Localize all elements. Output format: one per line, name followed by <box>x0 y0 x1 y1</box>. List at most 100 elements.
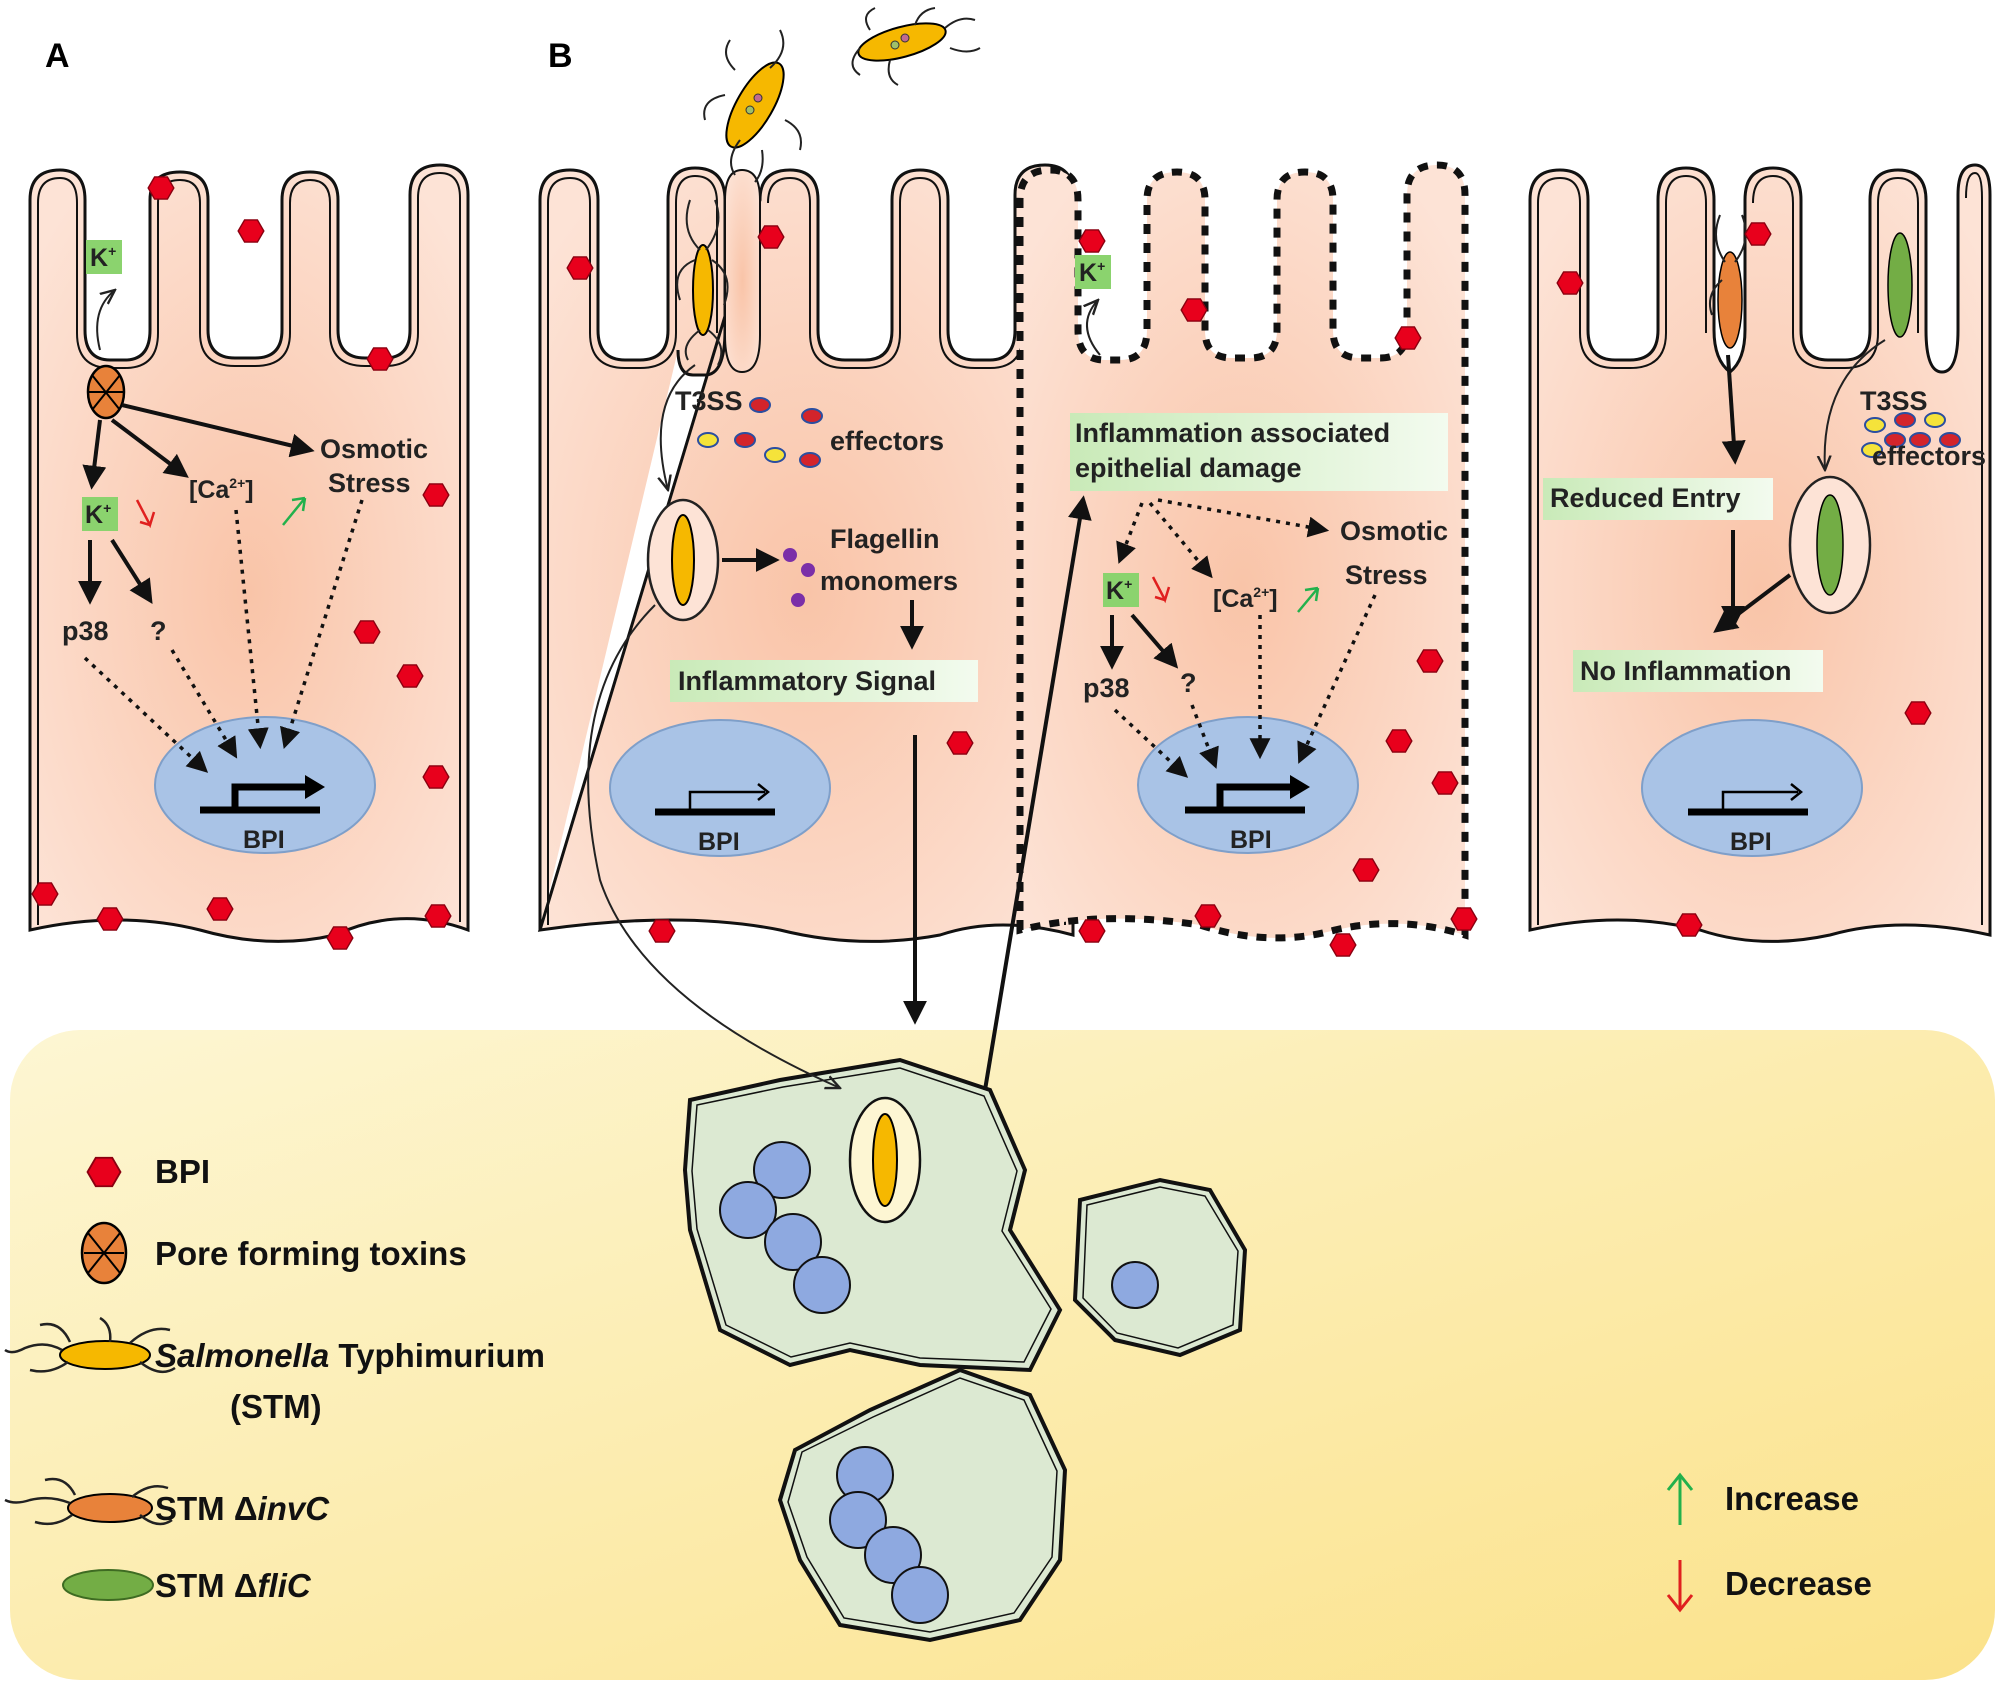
invc-mutant-bacterium <box>1717 251 1743 349</box>
increase-arrow-ca-3 <box>1297 586 1320 613</box>
no-inflam-label: No Inflammation <box>1580 656 1792 686</box>
flagellin-label-2: Flagellin <box>830 524 940 554</box>
dotted-osmotic-bpi-3 <box>1297 594 1377 764</box>
invading-stm-bacterium <box>692 244 714 336</box>
arrow-k-question-1 <box>110 538 153 605</box>
reduced-entry-label: Reduced Entry <box>1550 483 1741 513</box>
effector-dots-2 <box>697 397 823 468</box>
legend-increase-label: Increase <box>1725 1480 1859 1517</box>
epithelial-cell-3-damaged: K+ Inflammation associated epithelial da… <box>1016 161 1469 942</box>
question-label-1: ? <box>150 616 167 646</box>
monomers-label-2: monomers <box>820 566 958 596</box>
macrophage-2 <box>1072 1177 1248 1358</box>
panel-label-a: A <box>45 37 70 75</box>
dotted-osmotic-bpi-1 <box>280 499 364 750</box>
legend-increase-icon <box>1666 1472 1694 1525</box>
k-efflux-arrow-3 <box>1087 300 1101 356</box>
ca-label-3: [Ca2+] <box>1213 584 1278 613</box>
flagellin-dots-2 <box>783 548 815 607</box>
bpi-gene-label-3: BPI <box>1230 826 1272 854</box>
k-label-mid-1: K+ <box>85 500 111 529</box>
legend-flic-label: STM ΔfliC <box>155 1567 312 1604</box>
k-box-top-1 <box>86 240 122 274</box>
dotted-q-bpi-1 <box>170 649 238 759</box>
bpi-gene-label-1: BPI <box>243 826 285 854</box>
increase-arrow-ca-1 <box>282 496 307 526</box>
damage-box-3 <box>1070 413 1448 491</box>
invading-stm-flagella <box>676 199 729 366</box>
dotted-damage-osmotic-3 <box>1157 498 1330 538</box>
legend: BPI Pore forming toxins Salmonella Typhi… <box>4 1153 1872 1613</box>
arrow-invc-reduced-entry <box>1721 354 1746 465</box>
arrow-toxin-k-1 <box>82 419 107 490</box>
k-efflux-arrow-1 <box>96 290 115 351</box>
t3ss-label-2: T3SS <box>675 386 743 416</box>
k-box-mid-1 <box>82 497 118 531</box>
legend-stm-label: Salmonella Typhimurium <box>155 1337 545 1374</box>
entry-arrow-2 <box>661 364 696 490</box>
p38-label-1: p38 <box>62 616 109 646</box>
legend-stm-icon <box>4 1316 176 1374</box>
t3ss-label-4: T3SS <box>1860 386 1928 416</box>
stress-label-1: Stress <box>328 468 411 498</box>
bpi-gene-inactive-4 <box>1688 783 1808 816</box>
k-box-mid-3 <box>1103 573 1139 607</box>
nucleus-4 <box>1641 719 1863 857</box>
legend-bpi-icon <box>86 1156 122 1188</box>
macrophage-nucleus-1 <box>719 1141 851 1314</box>
legend-toxin-label: Pore forming toxins <box>155 1235 467 1272</box>
k-box-top-3 <box>1075 255 1111 289</box>
effector-dots-4 <box>1861 412 1961 458</box>
flic-mutant-bacterium <box>1887 232 1913 338</box>
scv-bacterium-2 <box>671 514 695 606</box>
k-label-top-1: K+ <box>90 243 116 272</box>
arrow-k-question-3 <box>1130 613 1179 669</box>
macrophage-scv-bacterium <box>872 1113 898 1207</box>
inflam-signal-box-2 <box>670 660 978 702</box>
arrow-scv-to-macrophage <box>587 604 840 1088</box>
reduced-entry-box <box>1543 478 1773 520</box>
effectors-label-4: effectors <box>1872 441 1986 471</box>
arrow-toxin-osmotic-1 <box>121 403 315 458</box>
scv-flic-bacterium-4 <box>1816 494 1844 596</box>
free-stm-bacterium-2 <box>851 7 981 86</box>
arrow-scv-noinflam <box>1713 573 1792 633</box>
p38-label-3: p38 <box>1083 673 1130 703</box>
epithelial-cell-1: BPI K+ K+ [Ca2+] Osmotic Stress p38 ? <box>28 163 470 943</box>
legend-flic-icon <box>62 1569 154 1601</box>
ca-label-1: [Ca2+] <box>189 475 254 504</box>
arrow-toxin-ca-1 <box>110 418 189 478</box>
no-inflam-box <box>1573 650 1823 692</box>
macrophage-3 <box>777 1367 1068 1643</box>
free-stm-bacterium-1 <box>703 29 802 183</box>
question-label-3: ? <box>1180 668 1197 698</box>
legend-bpi-label: BPI <box>155 1153 210 1190</box>
osmotic-label-1: Osmotic <box>320 434 428 464</box>
bpi-gene-active-3 <box>1185 775 1310 814</box>
legend-invc-icon <box>4 1477 173 1526</box>
stress-label-3: Stress <box>1345 560 1428 590</box>
dotted-damage-k-3 <box>1116 502 1144 564</box>
macrophage-1 <box>682 1057 1063 1373</box>
arrow-macrophage-to-damage <box>983 495 1092 1091</box>
bpi-gene-label-2: BPI <box>698 828 740 856</box>
nucleus-2 <box>609 719 831 857</box>
k-label-mid-3: K+ <box>1106 576 1132 605</box>
legend-toxin-icon <box>80 1221 128 1285</box>
bpi-gene-label-4: BPI <box>1730 828 1772 856</box>
decrease-arrow-k-3 <box>1151 576 1171 604</box>
damage-label-line1-3: Inflammation associated <box>1075 418 1390 448</box>
epithelial-cell-4: Reduced Entry T3SS effectors No Inflamma… <box>1528 163 1992 943</box>
panel-label-b: B <box>548 37 573 75</box>
macrophage-nucleus-3 <box>829 1446 949 1624</box>
legend-invc-label: STM ΔinvC <box>155 1490 330 1527</box>
inflam-signal-label-2: Inflammatory Signal <box>678 666 936 696</box>
macrophage-nucleus-2 <box>1111 1261 1159 1309</box>
invc-mutant-flagella <box>1709 214 1747 316</box>
bpi-gene-active-1 <box>200 775 325 814</box>
dotted-p38-bpi-1 <box>83 656 209 773</box>
damage-label-line2-3: epithelial damage <box>1075 453 1302 483</box>
legend-decrease-label: Decrease <box>1725 1565 1872 1602</box>
legend-decrease-icon <box>1666 1560 1694 1613</box>
